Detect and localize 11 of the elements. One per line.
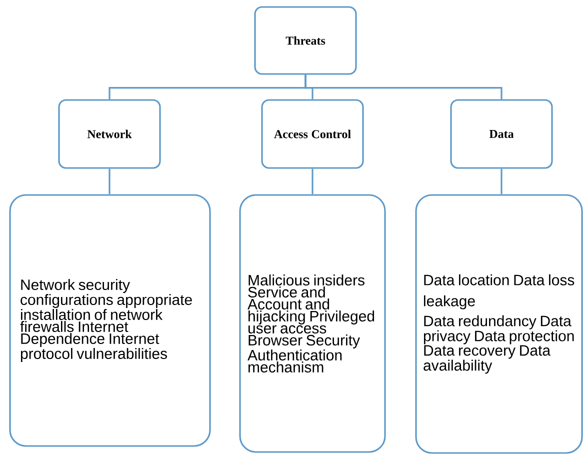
- category-box: Access Control: [261, 99, 364, 169]
- category-box: Data: [450, 99, 553, 169]
- connector-line: [304, 74, 502, 100]
- category-box: Network: [58, 99, 161, 169]
- list-box: Data location Data loss leakage Data redundancy Data privacy Data protection Data recovery Data availability: [415, 194, 583, 454]
- category-box: Threats: [254, 6, 357, 75]
- connector-line: [312, 168, 314, 194]
- connector-line: [500, 168, 502, 194]
- list-box: Malicious insiders Service and Account and hijacking Privileged user access Browser Security Authentication mechanism: [239, 194, 386, 453]
- list-box: Network security configurations appropriate installation of network firewalls Internet Dependence Internet protocol vulnerabilities: [9, 194, 211, 447]
- connector-line: [108, 168, 110, 194]
